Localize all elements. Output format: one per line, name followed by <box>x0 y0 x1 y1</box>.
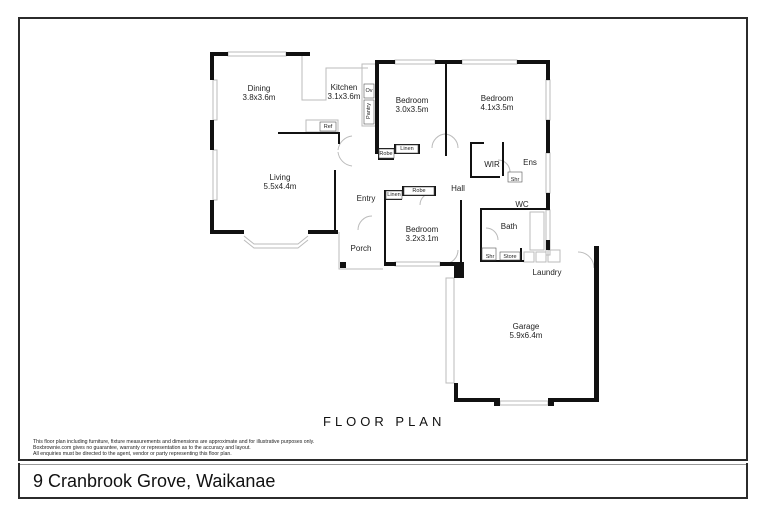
address-frame <box>18 463 748 499</box>
room-wir: WIR <box>484 160 500 169</box>
room-garage: Garage 5.9x6.4m <box>509 322 543 340</box>
room-bath: Bath <box>500 222 518 231</box>
fixture-linen-2: Linen <box>387 192 401 198</box>
room-bedroom-1: Bedroom 3.0x3.5m <box>395 96 429 114</box>
separator <box>19 464 747 465</box>
fixture-shower-1: Shr <box>510 177 520 183</box>
fixture-robe-2: Robe <box>412 188 426 194</box>
property-address: 9 Cranbrook Grove, Waikanae <box>33 471 276 491</box>
fixture-linen-1: Linen <box>400 146 414 152</box>
fixture-shower-2: Shr <box>485 254 495 260</box>
room-wc: WC <box>515 200 529 209</box>
room-bedroom-2: Bedroom 4.1x3.5m <box>480 94 514 112</box>
disclaimer: This floor plan including furniture, fix… <box>33 439 314 458</box>
room-entry: Entry <box>356 194 376 203</box>
room-kitchen: Kitchen 3.1x3.6m <box>327 83 361 101</box>
disclaimer-line: This floor plan including furniture, fix… <box>33 439 315 445</box>
outer-frame <box>18 17 748 461</box>
fixture-ref: Ref <box>323 124 333 130</box>
fixture-robe-1: Robe <box>379 151 393 157</box>
room-living: Living 5.5x4.4m <box>263 173 297 191</box>
room-porch: Porch <box>350 244 372 253</box>
floor-plan-title: FLOOR PLAN <box>323 414 446 429</box>
room-laundry: Laundry <box>532 268 562 277</box>
room-bedroom-3: Bedroom 3.2x3.1m <box>405 225 439 243</box>
disclaimer-line: All enquiries must be directed to the ag… <box>33 451 232 458</box>
fixture-pantry: Pantry <box>366 103 372 119</box>
room-hall: Hall <box>451 184 465 193</box>
room-ensuite: Ens <box>523 158 537 167</box>
fixture-store: Store <box>503 254 517 260</box>
fixture-oven: Ov <box>365 88 373 94</box>
room-dining: Dining 3.8x3.6m <box>242 84 276 102</box>
disclaimer-line: Boxbrownie.com gives no guarantee, warra… <box>33 445 251 452</box>
